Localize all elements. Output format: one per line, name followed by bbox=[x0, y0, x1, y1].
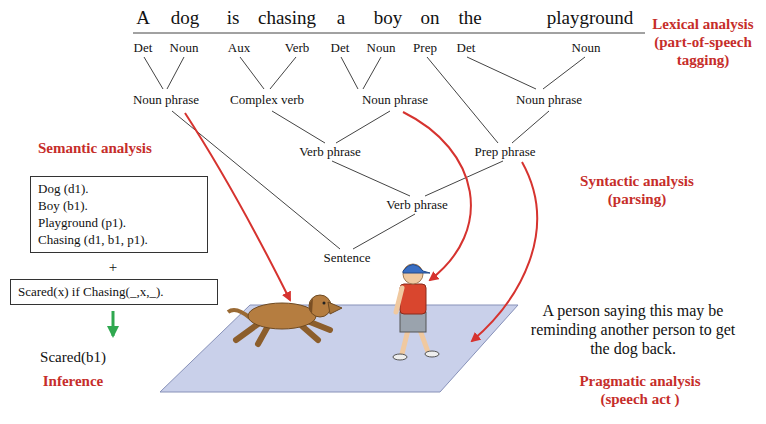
sentence-word: boy bbox=[374, 7, 403, 29]
part-of-speech-tag: Noun bbox=[367, 41, 396, 56]
part-of-speech-tag: Prep bbox=[413, 41, 437, 56]
part-of-speech-tag: Aux bbox=[228, 41, 250, 56]
inference-arrow bbox=[112, 311, 115, 336]
analysis-heading: Inference bbox=[43, 372, 104, 390]
playground-floor bbox=[160, 305, 518, 392]
part-of-speech-tag: Noun bbox=[170, 41, 199, 56]
phrase-label: Noun phrase bbox=[516, 93, 582, 108]
phrase-label: Verb phrase bbox=[299, 145, 361, 160]
boy-figure bbox=[393, 264, 439, 360]
sentence-word: the bbox=[458, 7, 481, 29]
part-of-speech-tag: Det bbox=[457, 41, 476, 56]
phrase-label: Noun phrase bbox=[133, 93, 199, 108]
sentence-word: A bbox=[136, 7, 150, 29]
phrase-label: Prep phrase bbox=[474, 145, 535, 160]
logic-statement: Dog (d1). bbox=[38, 180, 200, 197]
logic-text: Scared(b1) bbox=[40, 349, 106, 366]
sentence-word: a bbox=[337, 7, 345, 29]
analysis-heading: Semantic analysis bbox=[38, 139, 152, 157]
part-of-speech-tag: Det bbox=[134, 41, 153, 56]
phrase-label: Sentence bbox=[324, 251, 371, 266]
phrase-label: Verb phrase bbox=[386, 198, 448, 213]
dog-figure bbox=[228, 295, 342, 344]
reference-arrows bbox=[185, 112, 537, 341]
analysis-heading: Pragmatic analysis (speech act ) bbox=[565, 372, 715, 408]
part-of-speech-tag: Noun bbox=[572, 41, 601, 56]
logic-statement: Scared(x) if Chasing(_,x,_). bbox=[18, 283, 210, 300]
analysis-heading: Lexical analysis (part-of-speech tagging… bbox=[647, 15, 759, 69]
phrase-label: Noun phrase bbox=[362, 93, 428, 108]
speech-act-note: A person saying this may be reminding an… bbox=[527, 301, 739, 359]
analysis-heading: Syntactic analysis (parsing) bbox=[562, 172, 712, 208]
sentence-word: on bbox=[421, 7, 440, 29]
logic-text: + bbox=[109, 259, 117, 276]
sentence-word: chasing bbox=[258, 7, 316, 29]
sentence-word: playground bbox=[547, 7, 634, 29]
logic-statement: Playground (p1). bbox=[38, 214, 200, 231]
part-of-speech-tag: Verb bbox=[285, 41, 310, 56]
semantic-facts-box: Dog (d1).Boy (b1).Playground (p1).Chasin… bbox=[30, 176, 208, 253]
logic-statement: Chasing (d1, b1, p1). bbox=[38, 231, 200, 248]
inference-rule-box: Scared(x) if Chasing(_,x,_). bbox=[10, 279, 218, 305]
sentence-word: dog bbox=[171, 7, 200, 29]
part-of-speech-tag: Det bbox=[331, 41, 350, 56]
sentence-rule bbox=[133, 33, 645, 34]
phrase-label: Complex verb bbox=[230, 93, 304, 108]
sentence-word: is bbox=[227, 7, 240, 29]
logic-statement: Boy (b1). bbox=[38, 197, 200, 214]
